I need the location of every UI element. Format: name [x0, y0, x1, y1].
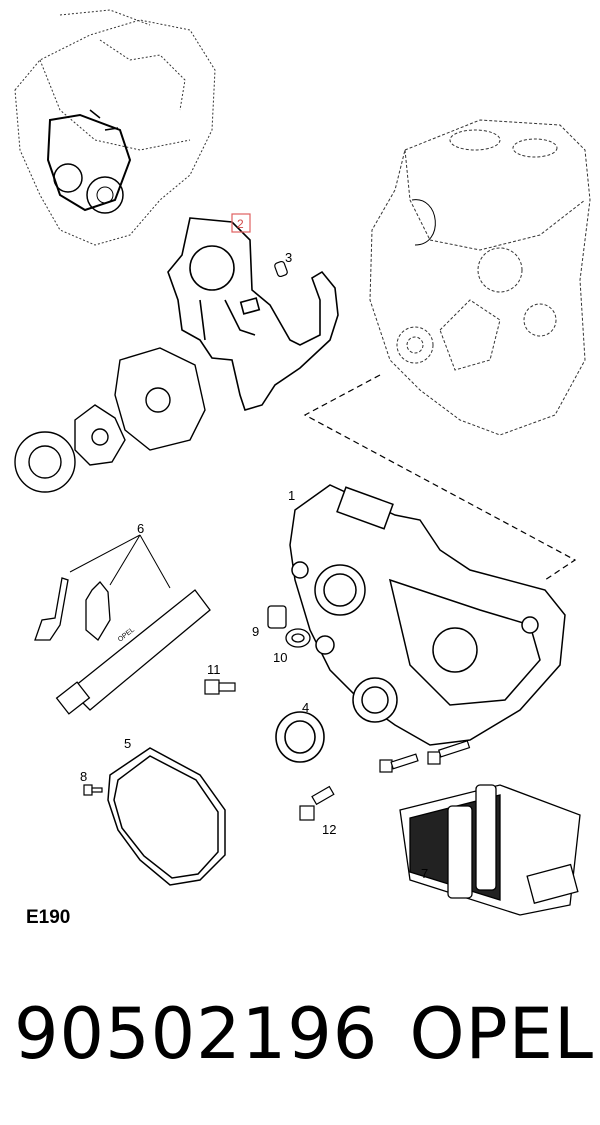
callout-6-leaders — [69, 534, 171, 589]
part-footer: 90502196 OPEL — [14, 992, 594, 1076]
plug-and-washer — [267, 605, 311, 648]
dowel-pin-part — [274, 260, 288, 278]
callout-12-label: 12 — [322, 822, 336, 837]
exploded-parts-diagram: 2 3 1 OPEL 6 — [14, 9, 591, 928]
sealant-package — [399, 784, 581, 916]
brand-name: OPEL — [409, 993, 594, 1075]
callout-1-label: 1 — [288, 488, 295, 503]
callout-9-label: 9 — [252, 624, 259, 639]
part-number: 90502196 — [14, 993, 379, 1075]
callout-6-label: 6 — [137, 521, 144, 536]
sealant-kit-drawing — [34, 577, 211, 715]
callout-10-label: 10 — [273, 650, 287, 665]
seal-ring — [275, 711, 325, 763]
callout-2-highlight-box — [231, 213, 251, 233]
callout-8-label: 8 — [80, 769, 87, 784]
oil-pump-drawing — [14, 347, 206, 493]
engine-overview-drawing — [14, 9, 216, 246]
callout-2-label: 2 — [237, 217, 244, 231]
callout-11-label: 11 — [207, 662, 221, 677]
callout-7-label: 7 — [421, 866, 428, 881]
bolt-11 — [204, 679, 236, 695]
engine-block-drawing — [369, 119, 591, 436]
cover-plate — [107, 747, 226, 886]
housing-bolts — [379, 740, 471, 773]
callout-5-label: 5 — [124, 736, 131, 751]
timing-cover-gasket — [167, 217, 339, 411]
screw-8 — [83, 784, 103, 796]
callout-3-label: 3 — [285, 250, 292, 265]
reference-code: E190 — [26, 907, 70, 928]
timing-cover-housing — [289, 484, 566, 746]
callout-4-label: 4 — [302, 700, 309, 715]
bolt-12 — [299, 785, 335, 821]
assembly-guide-line — [303, 374, 577, 581]
